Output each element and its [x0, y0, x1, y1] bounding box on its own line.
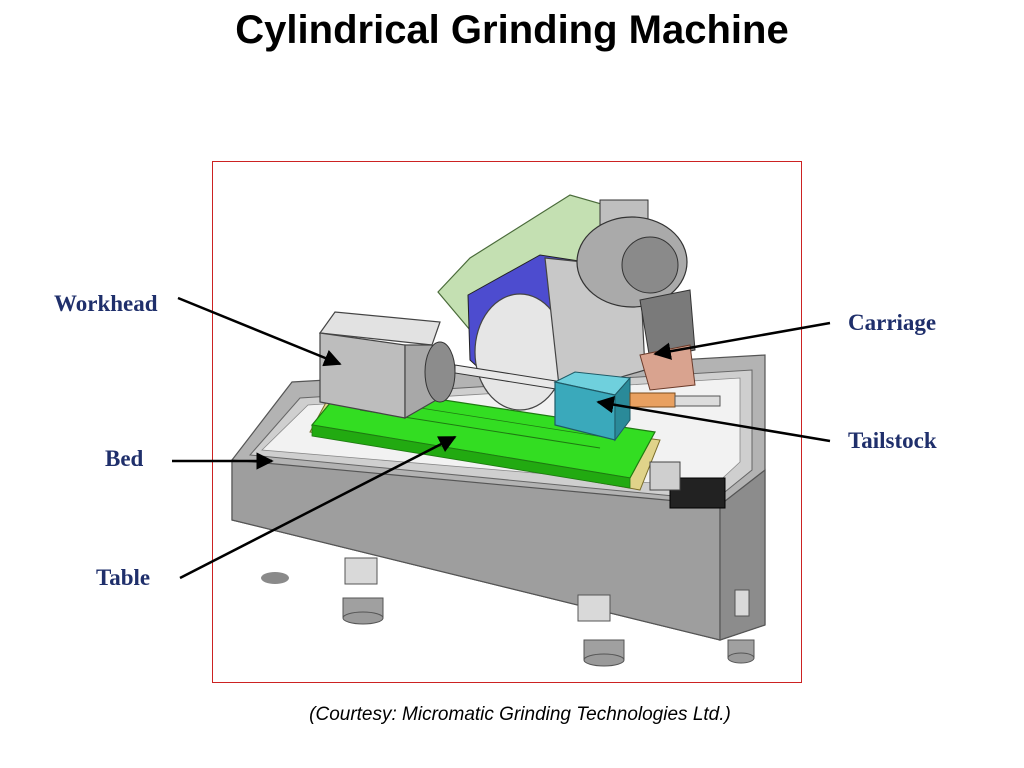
table-leader [179, 435, 457, 580]
page-title: Cylindrical Grinding Machine [235, 8, 789, 52]
carriage-leader [653, 321, 831, 360]
tailstock-leader [596, 395, 831, 443]
image-courtesy-caption: (Courtesy: Micromatic Grinding Technolog… [309, 704, 731, 725]
leveling-feet [261, 572, 755, 667]
servo-motor [649, 461, 726, 509]
leader-lines [172, 296, 831, 580]
workhead-leader [177, 296, 342, 367]
label-workhead: Workhead [54, 291, 158, 316]
label-bed: Bed [105, 446, 144, 471]
electric-motor [576, 199, 688, 308]
label-tailstock: Tailstock [848, 428, 937, 453]
label-table: Table [96, 565, 151, 590]
carriage-assembly [639, 289, 696, 391]
label-carriage: Carriage [848, 310, 937, 335]
